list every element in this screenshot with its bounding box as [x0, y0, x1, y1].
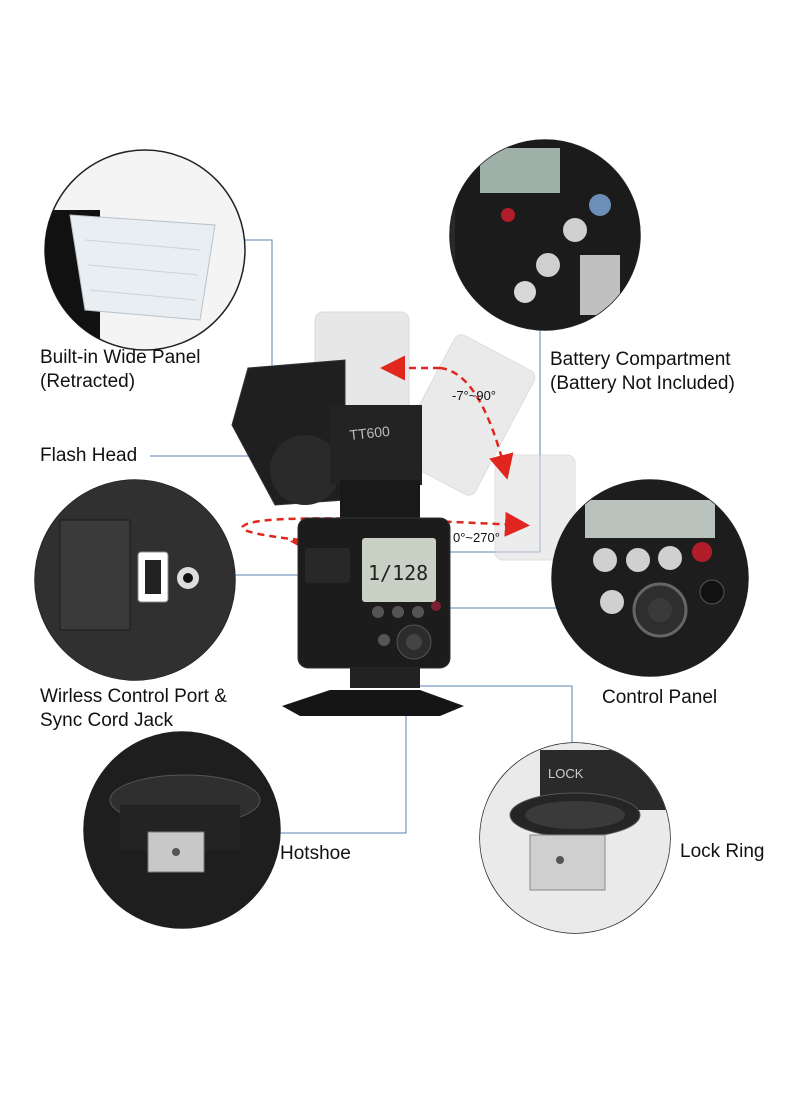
label-flash-head: Flash Head	[40, 445, 138, 466]
label-wide-panel-line2: (Retracted)	[40, 371, 136, 392]
label-lock-ring: Lock Ring	[680, 841, 765, 862]
model-label: TT600	[349, 423, 391, 443]
label-port-line1: Wirless Control Port &	[40, 686, 227, 707]
callout-hotshoe	[83, 731, 281, 929]
lcd-value: 1/128	[368, 561, 428, 585]
leader-wide-panel	[240, 239, 273, 365]
label-hotshoe: Hotshoe	[280, 843, 351, 864]
angle-swivel: 0°~270°	[453, 530, 500, 545]
flash-lcd	[362, 538, 436, 602]
angle-tilt: -7°~90°	[452, 388, 497, 403]
leader-lock	[412, 685, 573, 752]
leader-hotshoe	[268, 698, 407, 834]
swivel-arrow	[241, 511, 530, 556]
lock-text: LOCK	[548, 766, 584, 781]
label-battery-line2: (Battery Not Included)	[550, 373, 735, 394]
callout-battery	[449, 139, 641, 331]
tilt-arrow	[380, 355, 514, 480]
label-port-line2: Sync Cord Jack	[40, 710, 174, 731]
callout-port	[34, 479, 236, 681]
label-wide-panel-line1: Built-in Wide Panel	[40, 347, 201, 368]
callout-control	[551, 479, 749, 677]
flash-unit: TT600 1/128	[231, 359, 464, 716]
callout-lock: LOCK	[479, 742, 671, 934]
label-battery-line1: Battery Compartment	[550, 349, 731, 370]
label-control-panel: Control Panel	[602, 687, 718, 708]
flash-foot	[282, 690, 464, 716]
leader-lines	[150, 239, 573, 834]
callout-wide-panel	[44, 149, 246, 351]
